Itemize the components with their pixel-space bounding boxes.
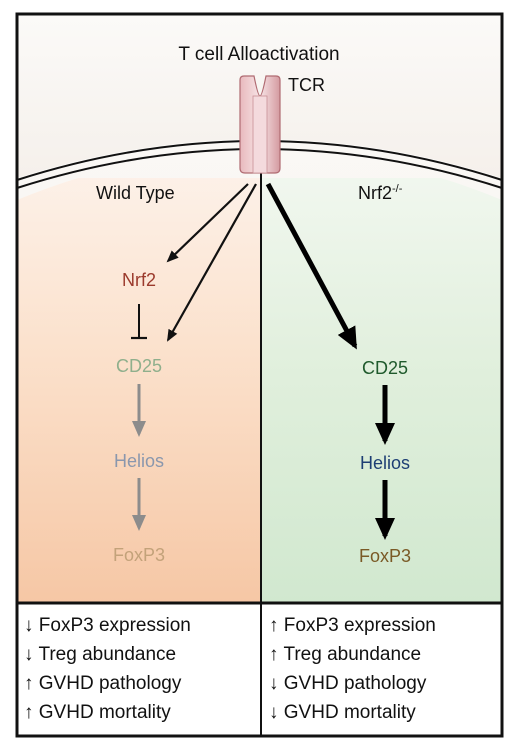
node-foxp3-wt: FoxP3: [112, 545, 166, 565]
outcome-arrow: ↓: [24, 615, 34, 636]
outcome-text: GVHD pathology: [283, 673, 427, 694]
outcome-text: GVHD pathology: [38, 673, 182, 694]
node-helios-ko: Helios: [359, 453, 411, 473]
node-cd25-wt: CD25: [115, 356, 163, 376]
node-foxp3-ko: FoxP3: [358, 546, 412, 566]
outcome-left-row: ↑ GVHD mortality: [24, 702, 171, 724]
knockout-heading-base: Nrf2: [358, 183, 393, 203]
node-nrf2: Nrf2: [121, 270, 157, 290]
node-cd25-ko: CD25: [361, 358, 409, 378]
tcr-receptor-icon: [239, 75, 281, 174]
outcome-text: Treg abundance: [38, 644, 177, 665]
knockout-heading-sup: -/-: [392, 183, 403, 195]
outcome-text: GVHD mortality: [283, 702, 416, 723]
outcome-text: FoxP3 expression: [283, 615, 436, 636]
outcome-arrow: ↑: [269, 644, 279, 665]
outcome-right-row: ↑ Treg abundance: [269, 644, 421, 666]
outcome-arrow: ↓: [269, 673, 279, 694]
outcome-arrow: ↑: [24, 702, 34, 723]
node-helios-wt: Helios: [113, 451, 165, 471]
arrow-tcr-to-nrf2: [166, 183, 249, 263]
inhibition-nrf2-cd25: [131, 304, 147, 340]
arrow-tcr-to-cd25-wt: [167, 183, 257, 342]
outcome-text: Treg abundance: [283, 644, 422, 665]
outcome-text: GVHD mortality: [38, 702, 171, 723]
outcome-right-row: ↓ GVHD pathology: [269, 673, 426, 695]
outcome-left-row: ↑ GVHD pathology: [24, 673, 181, 695]
outcomes-frame: [15, 601, 504, 738]
outcome-arrow: ↑: [24, 673, 34, 694]
outcome-arrow: ↓: [24, 644, 34, 665]
knockout-heading: Nrf2-/-: [358, 183, 402, 204]
diagram-title: T cell Alloactivation: [178, 44, 340, 65]
outcome-arrow: ↑: [269, 615, 279, 636]
outcome-right-row: ↓ GVHD mortality: [269, 702, 416, 724]
outcome-arrow: ↓: [269, 702, 279, 723]
outcome-left-row: ↓ FoxP3 expression: [24, 615, 191, 637]
arrow-tcr-to-cd25-ko: [265, 182, 358, 350]
tcr-label: TCR: [288, 75, 325, 95]
wild-type-heading: Wild Type: [96, 183, 175, 203]
outcome-right-row: ↑ FoxP3 expression: [269, 615, 436, 637]
outcome-text: FoxP3 expression: [38, 615, 191, 636]
outcome-left-row: ↓ Treg abundance: [24, 644, 176, 666]
